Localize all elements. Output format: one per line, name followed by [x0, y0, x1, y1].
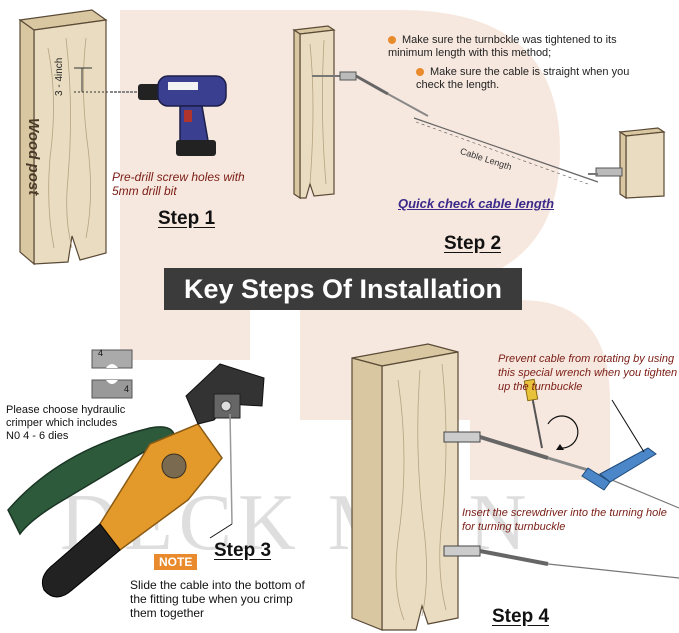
note-text: Slide the cable into the bottom of the f…	[130, 578, 305, 620]
bullet-icon	[388, 36, 396, 45]
wrench-note: Prevent cable from rotating by using thi…	[498, 353, 678, 393]
die-top-number: 4	[98, 348, 104, 358]
step3-label: Step 3	[214, 540, 272, 561]
die-bottom-number: 4	[124, 384, 130, 394]
crimper-dies-icon	[91, 349, 133, 399]
step1-label: Step 1	[158, 208, 216, 229]
step2-label: Step 2	[444, 233, 502, 254]
crimper-note: Please choose hydraulic crimper which in…	[6, 404, 126, 442]
banner-title: Key Steps Of Installation	[183, 273, 503, 304]
note-badge: NOTE	[154, 554, 198, 570]
step2-bullet-2: Make sure the cable is straight when you…	[416, 66, 630, 91]
hydraulic-crimper-icon	[7, 363, 265, 598]
step4-label: Step 4	[492, 606, 550, 627]
bullet-icon	[416, 68, 424, 77]
distance-label: 3 - 4inch	[54, 57, 65, 96]
step1-wood-post	[18, 9, 108, 266]
drill-icon	[110, 75, 227, 156]
step2-diagram	[292, 25, 666, 200]
step2-bullet-1: Make sure the turnbckle was tightened to…	[388, 34, 617, 59]
banner: Key Steps Of Installation	[164, 268, 522, 310]
step4-diagram	[351, 343, 679, 631]
screwdriver-note: Insert the screwdriver into the turning …	[462, 507, 667, 533]
step1-caption: Pre-drill screw holes with 5mm drill bit	[112, 170, 245, 198]
wood-post-label: Wood post	[25, 118, 42, 196]
step2-caption: Quick check cable length	[398, 196, 555, 211]
